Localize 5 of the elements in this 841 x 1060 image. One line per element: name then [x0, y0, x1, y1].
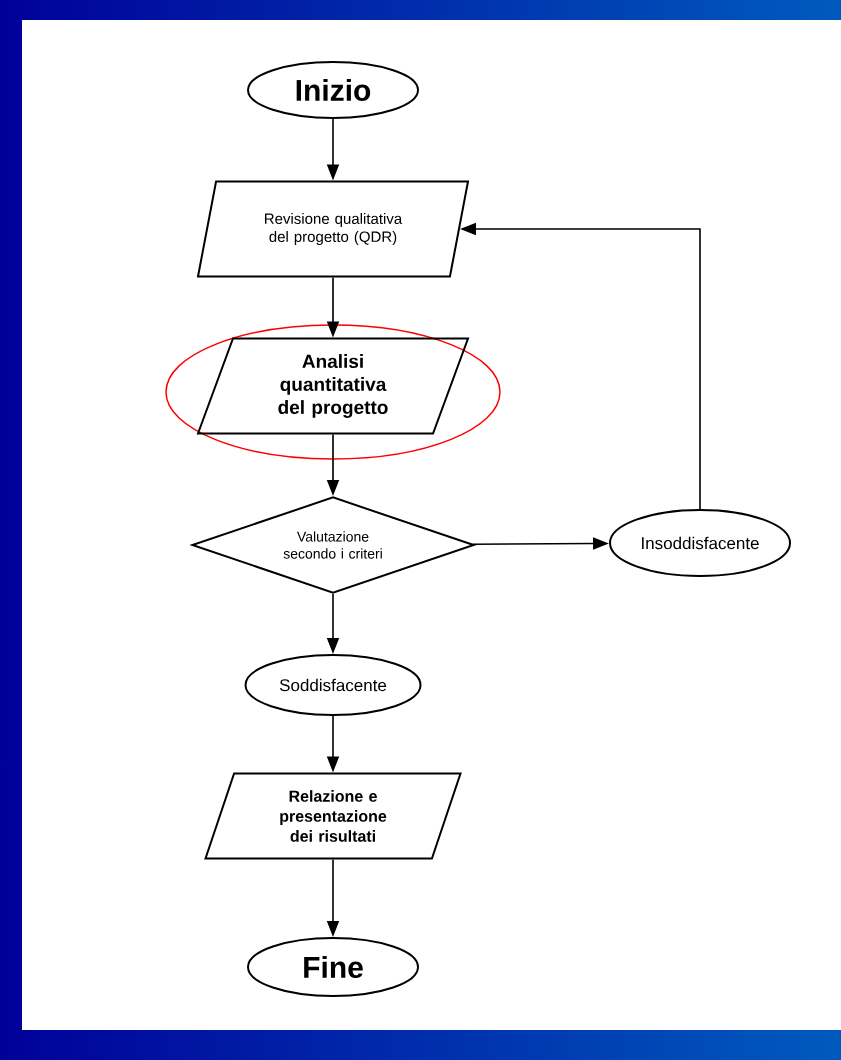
terminal-oval: Inizio	[247, 61, 419, 119]
outcome-oval: Soddisfacente	[244, 654, 422, 716]
input-output-parallelogram: Relazione e presentazione dei risultati	[204, 772, 462, 860]
terminal-oval: Fine	[247, 937, 419, 997]
outcome-oval: Insoddisfacente	[609, 509, 791, 577]
